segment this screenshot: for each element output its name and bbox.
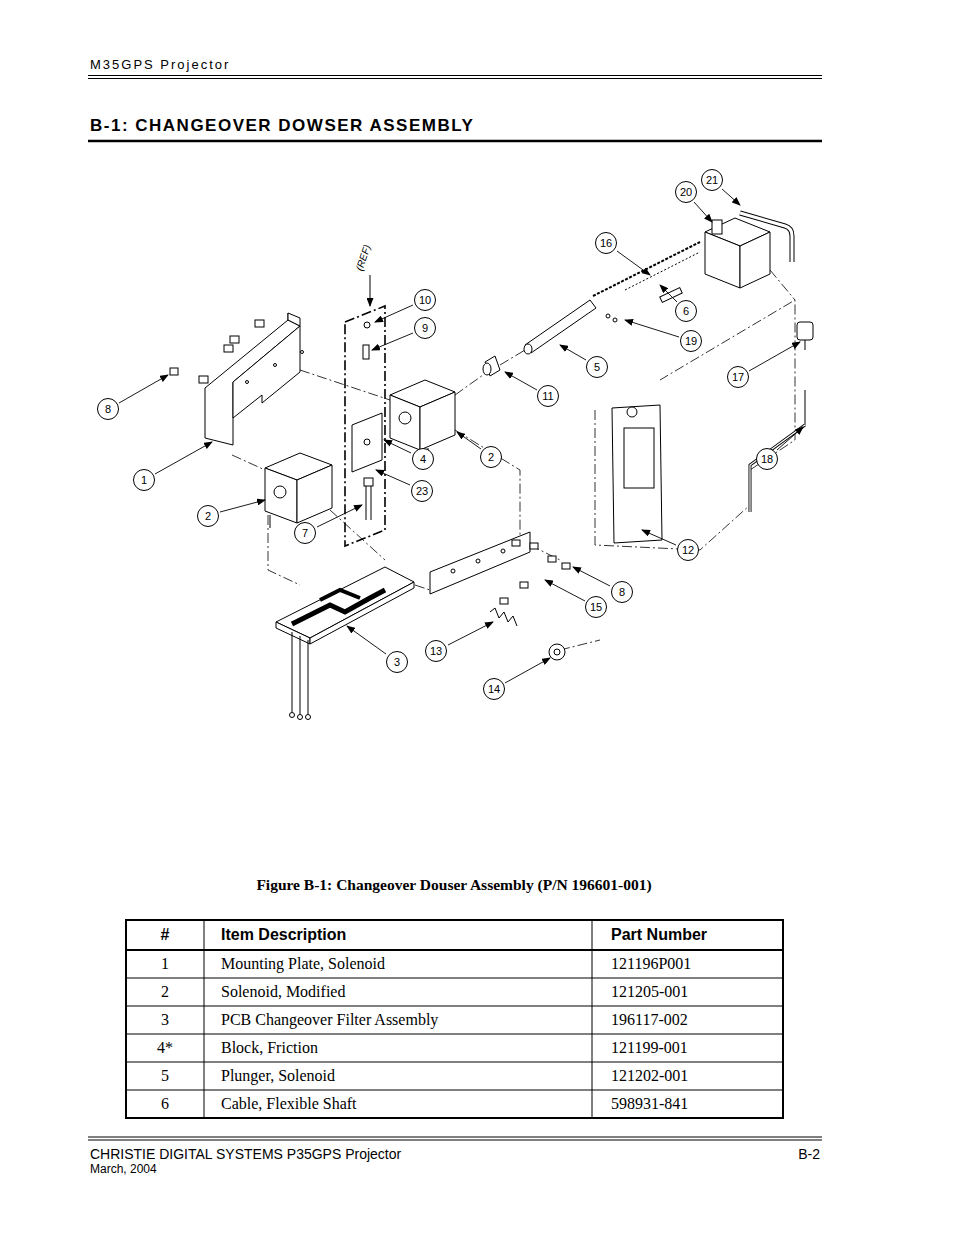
callout-number: 2: [205, 511, 211, 522]
callout-number: 10: [419, 295, 431, 306]
page-header: M35GPS Projector: [90, 58, 230, 73]
table-cell: Solenoid, Modified: [221, 983, 345, 1001]
callout-circle: 21: [701, 169, 723, 191]
table-cell: Part Number: [611, 926, 707, 944]
callout-number: 3: [394, 657, 400, 668]
leader-lines: [119, 189, 803, 683]
page-rules: [88, 76, 822, 1141]
callout-circle: 19: [680, 330, 702, 352]
table-cell: Plunger, Solenoid: [221, 1067, 335, 1085]
table-cell: 121196P001: [611, 955, 691, 973]
table-cell: #: [161, 926, 170, 944]
footer-text: CHRISTIE DIGITAL SYSTEMS P35GPS Projecto…: [90, 1146, 401, 1162]
callout-circle: 8: [611, 581, 633, 603]
parts-drawing: [170, 213, 813, 720]
callout-circle: 11: [537, 385, 559, 407]
callout-number: 9: [422, 323, 428, 334]
table-cell: 121205-001: [611, 983, 688, 1001]
callout-circle: 14: [483, 678, 505, 700]
table-cell: 2: [161, 983, 169, 1001]
callout-number: 5: [594, 362, 600, 373]
table-cell: Block, Friction: [221, 1039, 318, 1057]
callout-circle: 2: [197, 505, 219, 527]
callout-circle: 3: [386, 651, 408, 673]
table-cell: 121199-001: [611, 1039, 688, 1057]
callout-circle: 8: [97, 398, 119, 420]
table-cell: 5: [161, 1067, 169, 1085]
callout-number: 1: [141, 475, 147, 486]
table-cell: Cable, Flexible Shaft: [221, 1095, 357, 1113]
callout-circle: 15: [585, 596, 607, 618]
callout-circle: 13: [425, 640, 447, 662]
callout-circle: 12: [677, 539, 699, 561]
callout-number: 19: [685, 336, 697, 347]
callout-circle: 18: [756, 448, 778, 470]
table-cell: Item Description: [221, 926, 346, 944]
callout-number: 20: [680, 187, 692, 198]
callout-circle: 1: [133, 469, 155, 491]
callout-circle: 17: [727, 366, 749, 388]
callout-circle: 20: [675, 181, 697, 203]
callout-number: 4: [420, 454, 426, 465]
table-cell: Mounting Plate, Solenoid: [221, 955, 385, 973]
callout-number: 11: [542, 391, 553, 402]
callout-number: 23: [416, 486, 428, 497]
callout-circle: 5: [586, 356, 608, 378]
table-cell: 1: [161, 955, 169, 973]
callout-number: 15: [590, 602, 602, 613]
table-cell: 598931-841: [611, 1095, 688, 1113]
callout-circle: 10: [414, 289, 436, 311]
table-cell: 196117-002: [611, 1011, 688, 1029]
table-grid: [126, 920, 783, 1118]
callout-number: 18: [761, 454, 773, 465]
callout-number: 16: [600, 238, 612, 249]
callout-number: 8: [105, 404, 111, 415]
ref-note: (REF): [353, 243, 373, 274]
table-cell: 6: [161, 1095, 169, 1113]
callout-number: 2: [488, 452, 494, 463]
figure-caption: Figure B-1: Changeover Douser Assembly (…: [256, 876, 651, 894]
table-cell: 3: [161, 1011, 169, 1029]
table-cell: PCB Changeover Filter Assembly: [221, 1011, 438, 1029]
page-number: B-2: [798, 1146, 820, 1162]
callout-circle: 23: [411, 480, 433, 502]
callout-number: 13: [430, 646, 442, 657]
callout-circle: 7: [294, 522, 316, 544]
footer-date: March, 2004: [90, 1163, 157, 1177]
callout-number: 17: [732, 372, 744, 383]
callout-circle: 16: [595, 232, 617, 254]
callout-number: 12: [682, 545, 694, 556]
callout-number: 8: [619, 587, 625, 598]
callout-number: 7: [302, 528, 308, 539]
callout-circle: 9: [414, 317, 436, 339]
section-title: B-1: CHANGEOVER DOWSER ASSEMBLY: [90, 116, 474, 136]
callout-number: 14: [488, 684, 500, 695]
callout-circle: 4: [412, 448, 434, 470]
callout-number: 6: [683, 306, 689, 317]
callout-circle: 6: [675, 300, 697, 322]
table-cell: 4*: [157, 1039, 173, 1057]
table-cell: 121202-001: [611, 1067, 688, 1085]
callout-circle: 2: [480, 446, 502, 468]
callout-number: 21: [706, 175, 718, 186]
